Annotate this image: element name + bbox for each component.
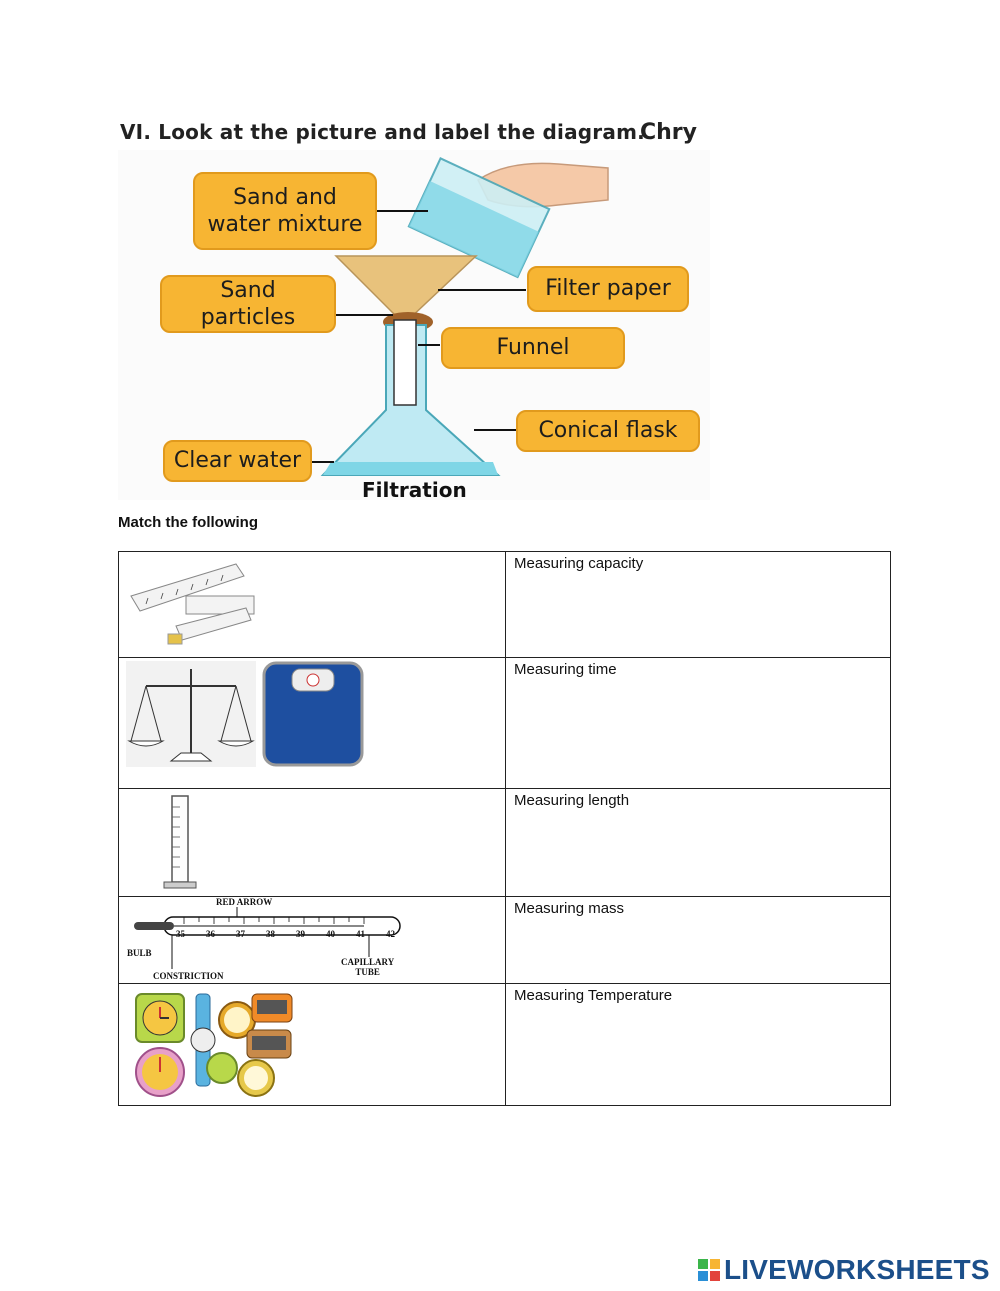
beaker-shape: [407, 157, 551, 279]
bathroom-scale-image: [262, 661, 364, 767]
scale-tick-label: 36: [206, 929, 215, 939]
corner-logo: Chry: [640, 120, 697, 145]
label-sand-water-mixture: Sand and water mixture: [193, 172, 377, 250]
match-option-time[interactable]: Measuring time: [514, 661, 617, 678]
section-heading: VI. Look at the picture and label the di…: [120, 120, 645, 144]
scale-tick-label: 41: [356, 929, 365, 939]
label-sand-particles: Sand particles: [160, 275, 336, 333]
match-option-length[interactable]: Measuring length: [514, 792, 630, 809]
thermometer-label-top: RED ARROW: [216, 897, 273, 907]
funnel-stem: [393, 319, 417, 406]
table-row-divider: [118, 788, 891, 789]
section-header-bar: [118, 118, 710, 152]
brand-logo-icon: [698, 1259, 720, 1281]
clear-water: [323, 462, 498, 475]
label-funnel: Funnel: [441, 327, 625, 369]
measuring-cylinder-image: [163, 795, 197, 889]
scale-tick-label: 40: [326, 929, 335, 939]
brand-name: LIVEWORKSHEETS: [724, 1254, 990, 1285]
thermometer-label-capillary: CAPILLARY TUBE: [341, 957, 395, 977]
match-table: [118, 551, 891, 1106]
scale-tick-label: 37: [236, 929, 245, 939]
balance-image: [126, 661, 256, 767]
thermometer-scale: 35 36 37 38 39 40 41 42: [176, 929, 406, 939]
label-filter-paper: Filter paper: [527, 266, 689, 312]
funnel-cone: [334, 255, 478, 321]
scale-tick-label: 42: [386, 929, 395, 939]
clocks-image: [135, 993, 293, 1097]
table-row-divider: [118, 983, 891, 984]
match-option-capacity[interactable]: Measuring capacity: [514, 555, 644, 572]
scale-tick-label: 38: [266, 929, 275, 939]
measuring-tape-image: [130, 563, 255, 645]
thermometer-image: [134, 907, 401, 969]
thermometer-label-constriction: CONSTRICTION: [153, 971, 224, 981]
filtration-illustration: [308, 157, 609, 476]
table-row-divider: [118, 657, 891, 658]
diagram-caption: Filtration: [362, 478, 467, 502]
scale-tick-label: 39: [296, 929, 305, 939]
table-column-divider: [505, 551, 506, 1106]
label-conical-flask: Conical flask: [516, 410, 700, 452]
label-clear-water: Clear water: [163, 440, 312, 482]
match-title: Match the following: [118, 514, 258, 531]
table-row-divider: [118, 896, 891, 897]
match-option-mass[interactable]: Measuring mass: [514, 900, 625, 917]
scale-tick-label: 35: [176, 929, 185, 939]
match-option-temperature[interactable]: Measuring Temperature: [514, 987, 673, 1004]
brand-logo: LIVEWORKSHEETS: [698, 1254, 990, 1285]
thermometer-label-bulb: BULB: [127, 948, 152, 958]
